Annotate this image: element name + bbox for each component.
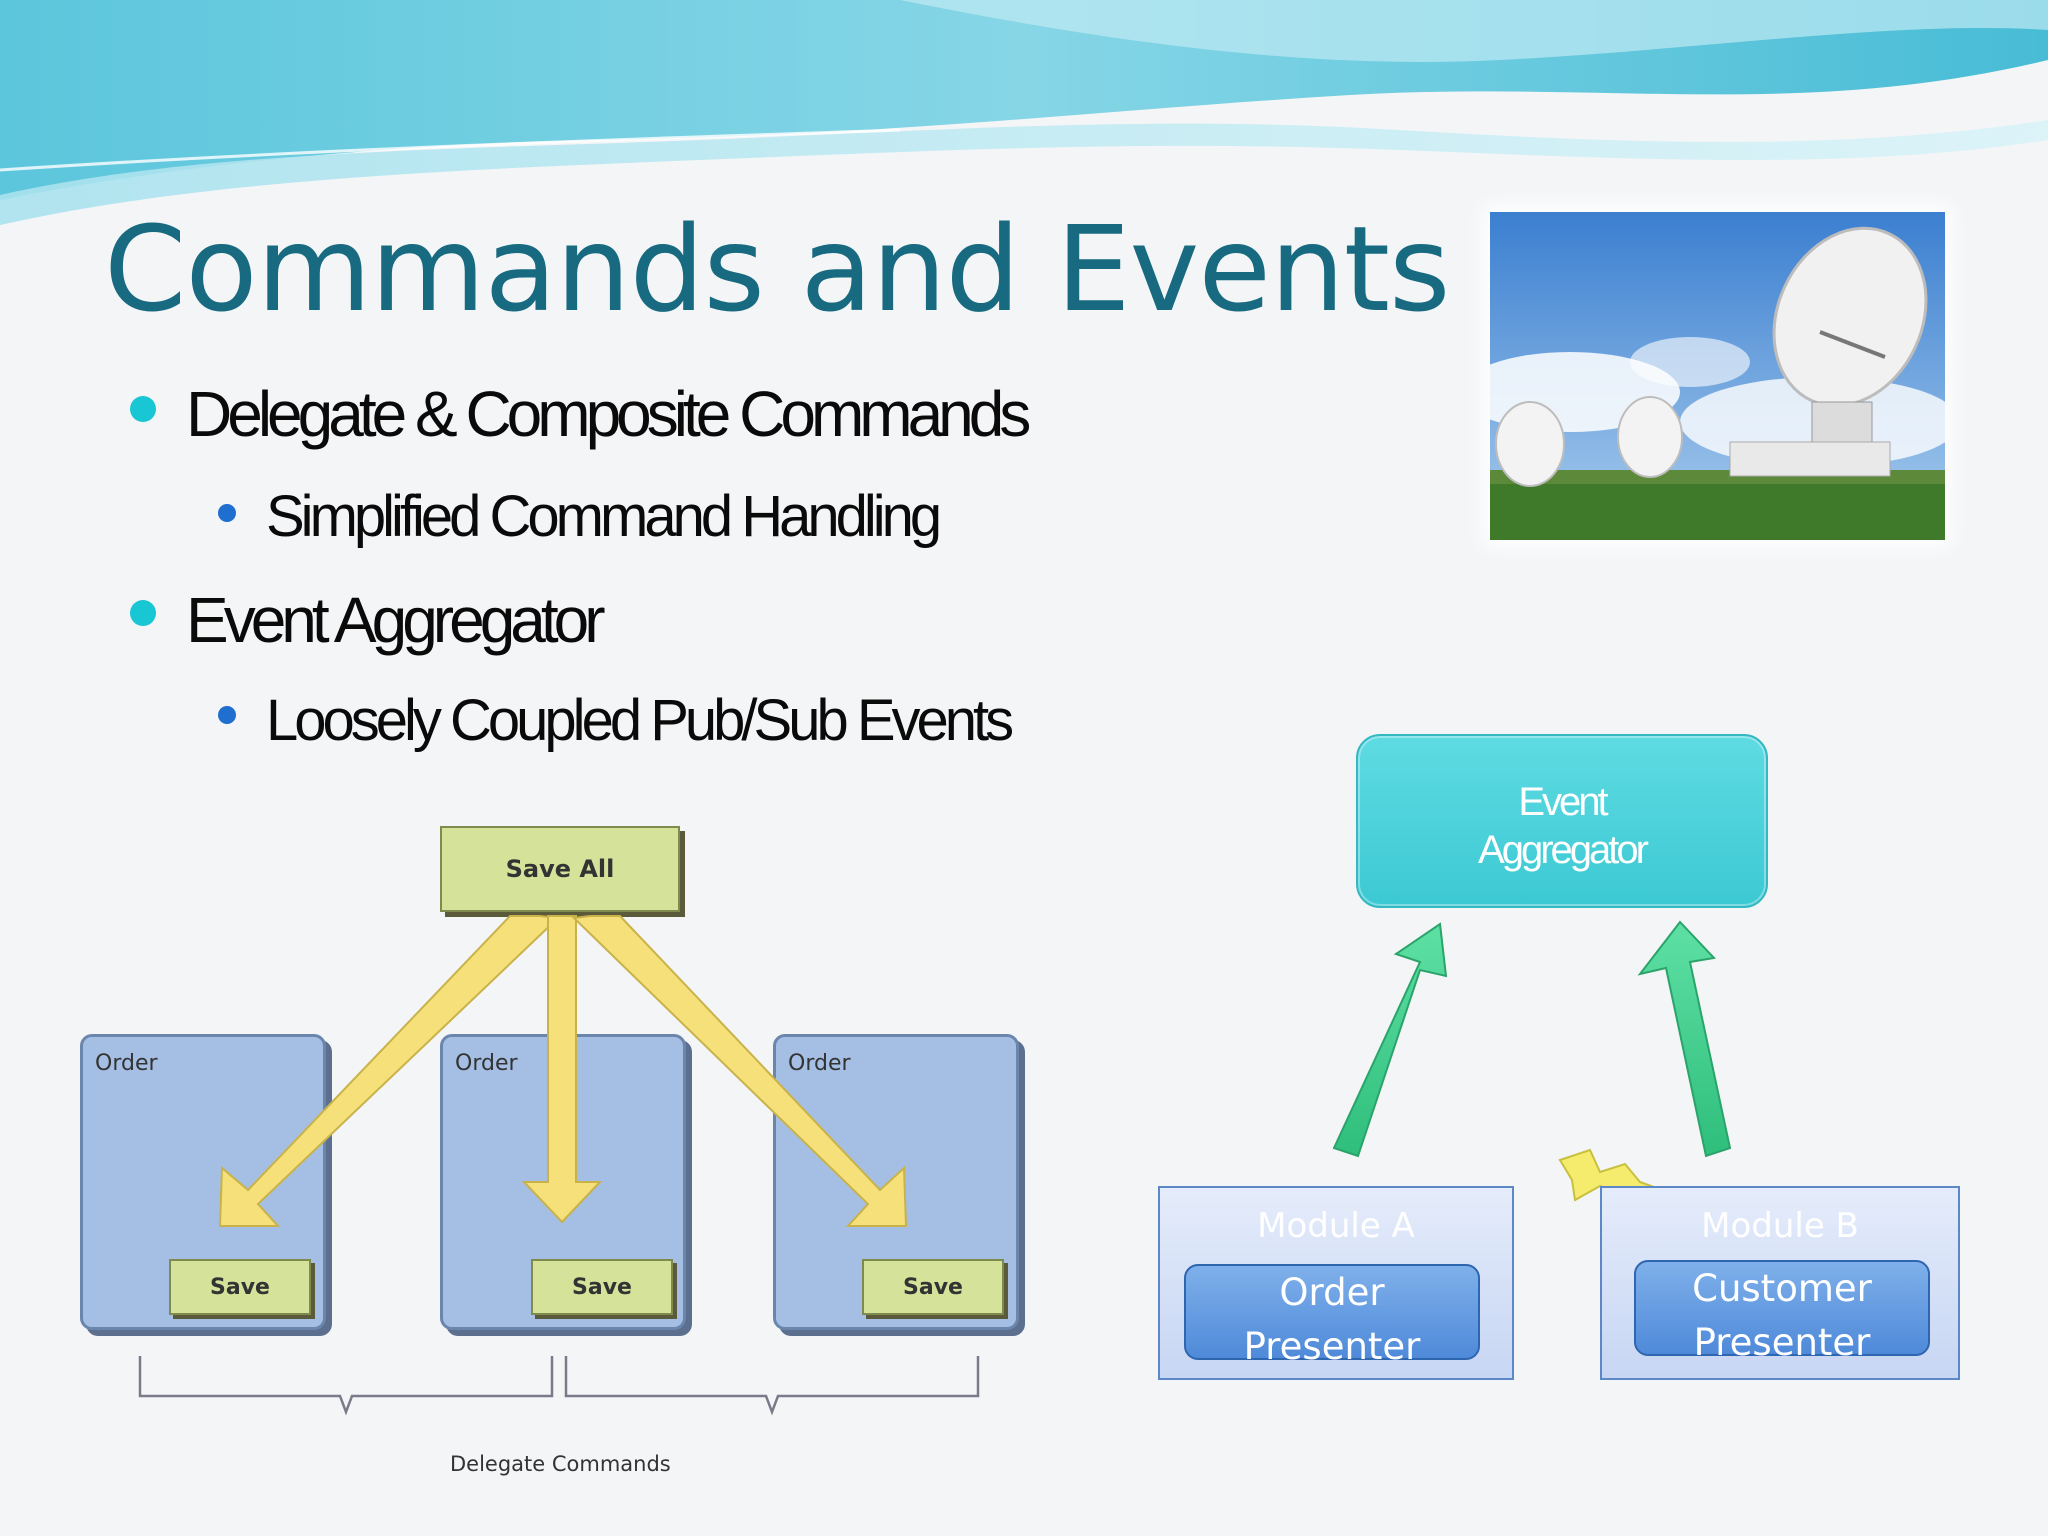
bullet-item: Delegate & Composite Commands [186, 378, 1031, 450]
order-presenter: Order Presenter [1184, 1264, 1480, 1368]
arrow-to-order-1 [218, 915, 561, 1227]
save-all-button[interactable]: Save All [440, 826, 680, 912]
bullet-dot [130, 600, 156, 626]
customer-presenter: Customer Presenter [1634, 1260, 1930, 1364]
delegate-commands-caption: Delegate Commands [450, 1452, 671, 1476]
presenter-line2: Presenter [1243, 1325, 1421, 1368]
save-button[interactable]: Save [169, 1259, 311, 1315]
order-panel: Order Save [80, 1034, 326, 1330]
bullet-dot [130, 396, 156, 422]
aggregator-label-line1: Event [1518, 780, 1608, 824]
order-label: Order [788, 1051, 851, 1076]
aggregator-label-line2: Aggregator [1478, 828, 1649, 872]
bullet-item: Loosely Coupled Pub/Sub Events [266, 688, 1014, 753]
bullet-item: Event Aggregator [186, 584, 606, 656]
module-a-panel: Module A Order Presenter [1158, 1186, 1514, 1380]
module-b-panel: Module B Customer Presenter [1600, 1186, 1960, 1380]
slide-title: Commands and Events [104, 200, 1450, 338]
presenter-line1: Order [1279, 1271, 1385, 1314]
arrow-to-order-2 [521, 915, 603, 1224]
satellite-dishes-photo [1490, 212, 1945, 540]
module-b-title: Module B [1701, 1206, 1859, 1246]
brace-left [138, 1356, 554, 1416]
module-a-title: Module A [1257, 1206, 1415, 1246]
bullet-dot [218, 706, 236, 724]
presenter-line2: Presenter [1693, 1321, 1871, 1364]
wave-header-decoration [0, 0, 2048, 225]
bullet-dot [218, 504, 236, 522]
event-aggregator-box: Event Aggregator [1356, 734, 1768, 908]
order-label: Order [455, 1051, 518, 1076]
save-button[interactable]: Save [531, 1259, 673, 1315]
publish-arrow [1332, 922, 1448, 1158]
arrow-to-order-3 [571, 915, 908, 1227]
presenter-line1: Customer [1692, 1267, 1872, 1310]
brace-right [564, 1356, 980, 1416]
bullet-item: Simplified Command Handling [266, 484, 942, 549]
subscribe-arrow [1637, 920, 1732, 1158]
save-button[interactable]: Save [862, 1259, 1004, 1315]
order-label: Order [95, 1051, 158, 1076]
